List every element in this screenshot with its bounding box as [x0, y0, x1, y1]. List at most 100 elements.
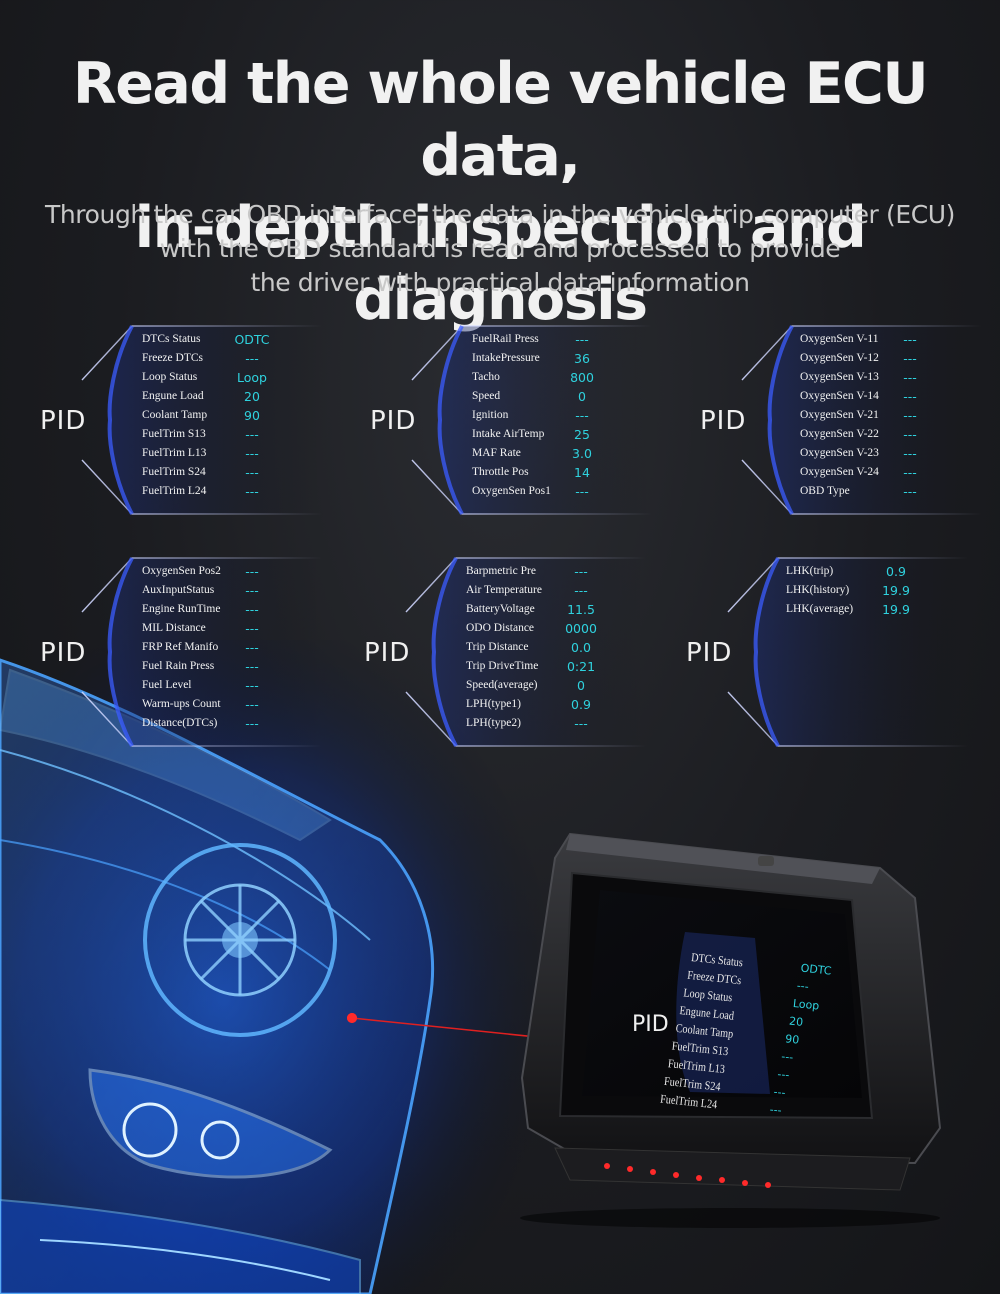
subheadline-line-2: with the OBD standard is read and proces… [159, 234, 841, 263]
pid-row-label: Coolant Tamp [142, 409, 208, 421]
headline-line-1: Read the whole vehicle ECU data, [72, 51, 929, 189]
device-screen-row-value: --- [796, 979, 810, 994]
device-screen-row-value: Loop [792, 996, 820, 1013]
device-screen-row-value: 90 [784, 1032, 800, 1047]
subheadline: Through the car OBD interface, the data … [0, 198, 1000, 300]
panel-frame [405, 557, 646, 747]
panel-frame [741, 325, 982, 515]
pid-row-value: 800 [570, 370, 594, 385]
pid-row-label: OxygenSen V-13 [800, 371, 879, 383]
pid-row-label: Ignition [472, 409, 509, 421]
pid-row-value: 0 [578, 389, 586, 404]
device-screen-row-value: --- [769, 1103, 783, 1118]
pid-row-label: Engune Load [142, 390, 204, 402]
device-screen-row-value: --- [780, 1049, 794, 1065]
pid-row-label: OxygenSen V-11 [800, 333, 879, 345]
pid-row-label: Fuel Rain Press [142, 660, 215, 672]
pid-row-value: --- [245, 351, 259, 366]
pid-row-label: OxygenSen V-14 [800, 390, 879, 402]
pid-row-value: --- [575, 484, 589, 499]
pid-row-value: --- [245, 465, 259, 480]
pid-row-label: LPH(type1) [466, 698, 521, 710]
hud-device [500, 828, 960, 1228]
pid-row-value: --- [574, 716, 588, 731]
pid-row-label: ODO Distance [466, 622, 535, 634]
pid-row-value: 90 [244, 408, 260, 423]
pid-row-value: 0000 [565, 621, 597, 636]
pid-row-label: Freeze DTCs [142, 352, 203, 364]
pid-row-label: OxygenSen V-24 [800, 466, 879, 478]
pid-panel-1: PID DTCs Status ODTC Freeze DTCs --- Loop Sta… [22, 320, 352, 520]
pid-row-value: --- [245, 602, 259, 617]
pid-row-label: Loop Status [142, 371, 198, 383]
pid-row-label: BatteryVoltage [466, 603, 535, 615]
pid-row-value: --- [574, 583, 588, 598]
pid-row-value: 0.9 [886, 564, 906, 579]
pid-row-label: Speed(average) [466, 679, 538, 691]
pid-row-value: --- [903, 408, 917, 423]
device-body [520, 832, 942, 1228]
pid-row-label: FuelRail Press [472, 333, 539, 345]
pid-label: PID [370, 406, 417, 436]
pid-row-label: LHK(trip) [786, 565, 834, 577]
pid-row-value: 14 [574, 465, 590, 480]
pid-row-label: Fuel Level [142, 679, 192, 691]
device-screen-pid-label: PID [632, 1012, 669, 1037]
pid-row-value: --- [903, 465, 917, 480]
pid-row-label: Warm-ups Count [142, 698, 221, 710]
panel-frame [81, 557, 322, 747]
pid-row-label: LHK(average) [786, 603, 854, 615]
device-screen-row-value: --- [776, 1067, 791, 1082]
pid-label: PID [686, 638, 733, 668]
pid-row-label: FuelTrim S13 [142, 428, 206, 440]
pid-row-label: DTCs Status [142, 333, 201, 345]
pid-row-value: 0.0 [571, 640, 591, 655]
pid-row-value: --- [245, 427, 259, 442]
pid-row-label: OBD Type [800, 485, 850, 497]
pid-row-value: --- [245, 621, 259, 636]
pid-row-label: LPH(type2) [466, 717, 521, 729]
pid-row-value: 36 [574, 351, 590, 366]
pid-label: PID [364, 638, 411, 668]
pid-row-label: OxygenSen V-22 [800, 428, 879, 440]
pid-row-value: ODTC [234, 332, 270, 347]
pid-row-value: --- [903, 446, 917, 461]
pid-row-value: --- [245, 484, 259, 499]
headline-line-2: in-depth inspection and diagnosis [134, 195, 867, 333]
pid-row-label: Speed [472, 390, 501, 402]
pid-row-value: 11.5 [567, 602, 595, 617]
pid-row-value: 19.9 [882, 583, 910, 598]
subheadline-line-3: the driver with practical data informati… [250, 268, 750, 297]
pid-row-label: Trip Distance [466, 641, 529, 653]
pid-row-label: Trip DriveTime [466, 660, 539, 672]
pid-row-label: MAF Rate [472, 447, 521, 459]
pid-row-label: Barpmetric Pre [466, 565, 536, 577]
pid-row-value: --- [903, 427, 917, 442]
pid-row-value: 0.9 [571, 697, 591, 712]
pid-row-label: FuelTrim S24 [142, 466, 206, 478]
pid-row-value: 3.0 [572, 446, 592, 461]
pid-row-label: FuelTrim L13 [142, 447, 207, 459]
pid-label: PID [40, 638, 87, 668]
panel-frame [411, 325, 652, 515]
pid-row-label: LHK(history) [786, 584, 850, 596]
panel-frame [81, 325, 322, 515]
pid-label: PID [40, 406, 87, 436]
subheadline-line-1: Through the car OBD interface, the data … [44, 200, 956, 229]
pid-row-value: --- [245, 564, 259, 579]
pid-row-value: --- [575, 332, 589, 347]
pid-row-value: --- [903, 351, 917, 366]
pid-row-value: 25 [574, 427, 590, 442]
pid-row-value: 20 [244, 389, 260, 404]
pid-row-label: OxygenSen V-12 [800, 352, 879, 364]
pid-row-label: Engine RunTime [142, 603, 221, 615]
pid-row-label: Distance(DTCs) [142, 717, 218, 729]
pid-row-value: --- [903, 484, 917, 499]
pid-row-label: FRP Ref Manifo [142, 641, 219, 653]
pid-row-value: --- [245, 697, 259, 712]
pid-row-label: Throttle Pos [472, 466, 529, 478]
